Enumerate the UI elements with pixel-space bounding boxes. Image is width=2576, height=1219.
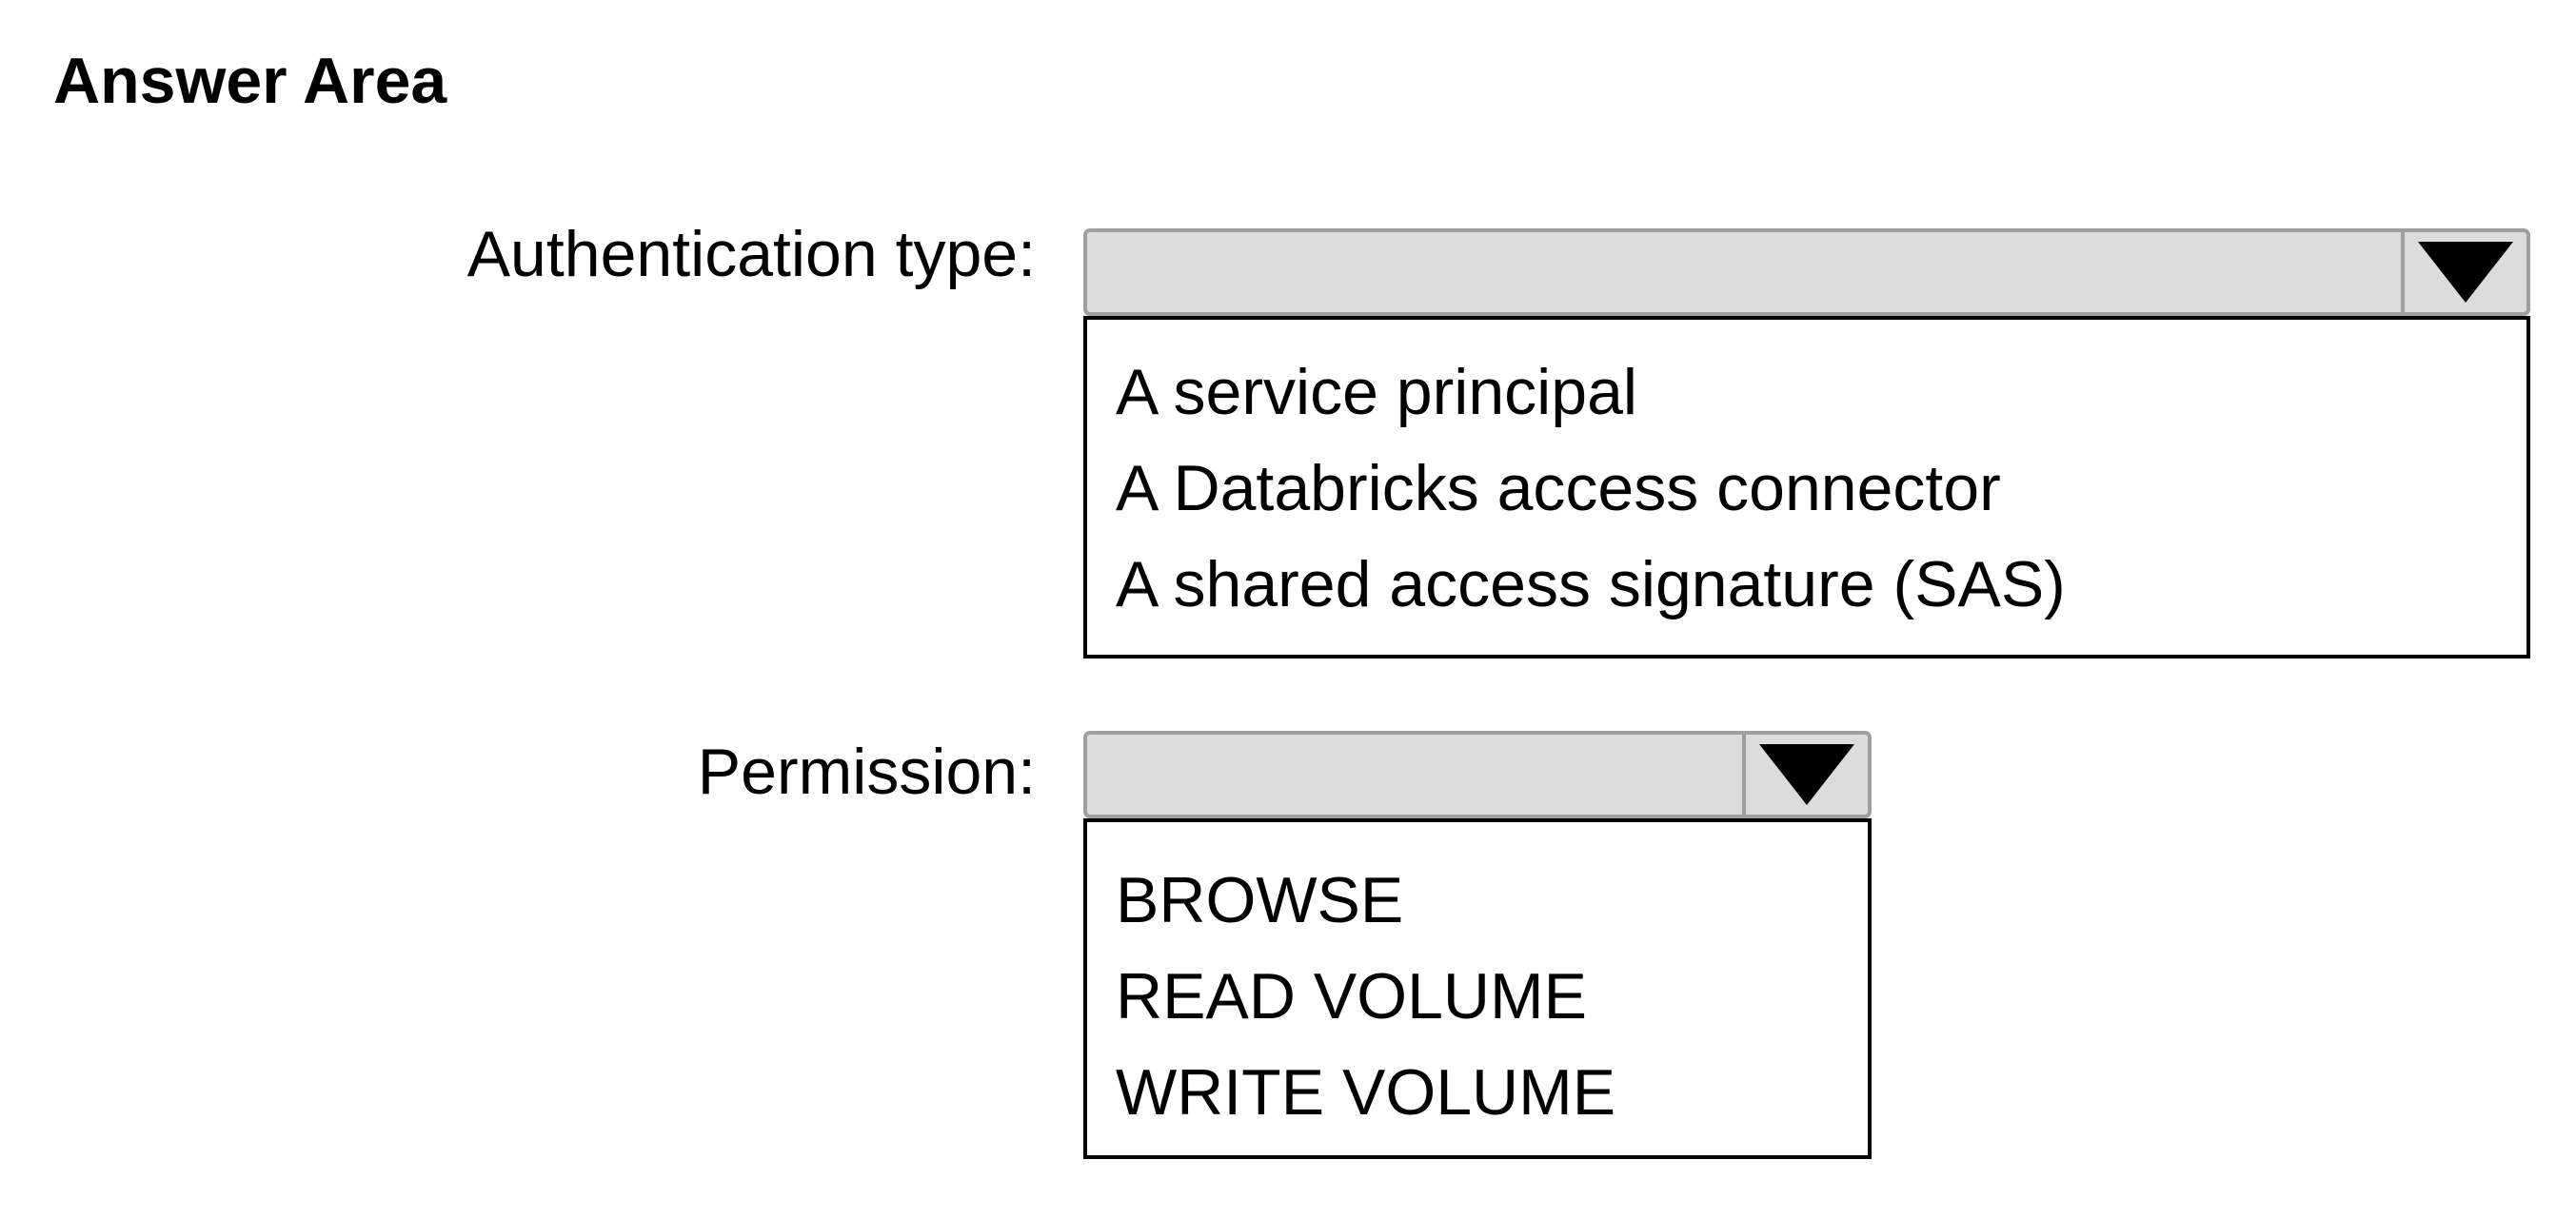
permission-option[interactable]: BROWSE <box>1116 864 1404 936</box>
authentication-type-label: Authentication type: <box>466 218 1036 290</box>
authentication-type-option[interactable]: A shared access signature (SAS) <box>1116 548 2066 620</box>
permission-dropdown[interactable] <box>1083 731 1872 818</box>
permission-options-list: BROWSE READ VOLUME WRITE VOLUME <box>1083 818 1872 1159</box>
authentication-type-dropdown[interactable] <box>1083 228 2530 316</box>
permission-option[interactable]: READ VOLUME <box>1116 960 1587 1032</box>
answer-area-title: Answer Area <box>53 45 447 117</box>
triangle-down-icon <box>2418 242 2513 303</box>
authentication-type-option[interactable]: A Databricks access connector <box>1116 452 2001 524</box>
authentication-type-option[interactable]: A service principal <box>1116 356 1638 428</box>
permission-dropdown-toggle[interactable] <box>1742 735 1868 815</box>
authentication-type-options-list: A service principal A Databricks access … <box>1083 316 2530 659</box>
triangle-down-icon <box>1759 744 1854 805</box>
permission-label: Permission: <box>697 736 1036 808</box>
permission-option[interactable]: WRITE VOLUME <box>1116 1056 1616 1129</box>
authentication-type-dropdown-toggle[interactable] <box>2401 232 2526 312</box>
